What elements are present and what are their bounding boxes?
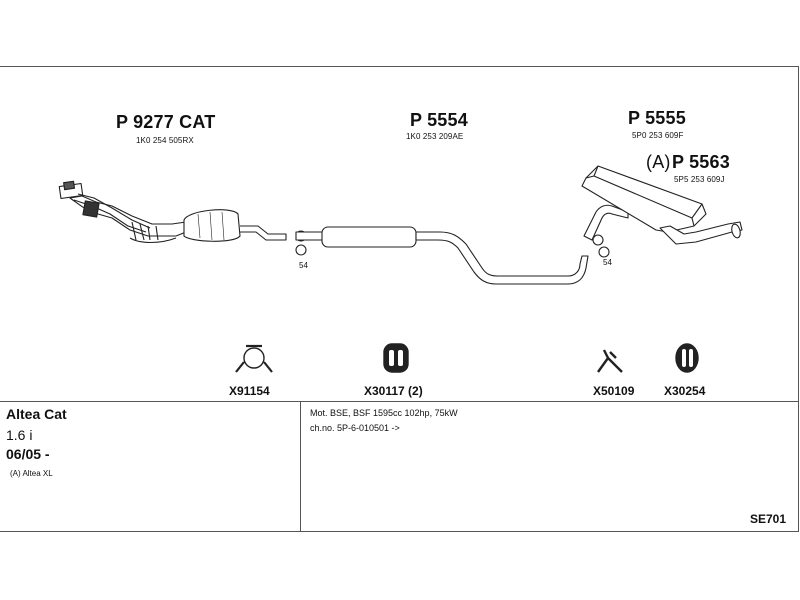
- rear-alt-prefix: (A): [646, 152, 671, 172]
- front-pipe-assembly: [58, 180, 187, 244]
- bracket-icon: [597, 349, 623, 373]
- accessory-code-1: X91154: [229, 384, 270, 398]
- rubber-ring-icon: [675, 343, 699, 373]
- clamp-icon: [235, 344, 273, 373]
- middle-silencer: [295, 226, 589, 285]
- vehicle-model: Altea Cat: [6, 406, 67, 422]
- accessory-code-4: X30254: [664, 384, 706, 398]
- middle-oem-number: 1K0 253 209AE: [406, 132, 464, 141]
- vehicle-note: (A) Altea XL: [10, 469, 53, 478]
- vehicle-date: 06/05 -: [6, 446, 50, 462]
- pipe-clamp-right: [592, 234, 610, 258]
- clamp-size-right: 54: [603, 258, 612, 267]
- section-divider: [0, 401, 799, 402]
- rubber-hanger-icon: [383, 343, 409, 373]
- clamp-size-left: 54: [299, 261, 308, 270]
- rear-alt-oem-number: 5P5 253 609J: [674, 175, 725, 184]
- rear-part-number: P 5555: [628, 108, 686, 128]
- info-column-divider: [300, 402, 301, 532]
- catalytic-converter: [183, 209, 287, 242]
- vehicle-engine: 1.6 i: [6, 427, 33, 443]
- diagram-frame: [0, 66, 799, 532]
- accessory-code-2: X30117 (2): [364, 384, 423, 398]
- accessory-code-3: X50109: [593, 384, 635, 398]
- rear-silencer: [581, 165, 743, 245]
- kit-code: SE701: [750, 512, 787, 526]
- cat-part-number: P 9277 CAT: [116, 112, 216, 132]
- cat-oem-number: 1K0 254 505RX: [136, 136, 194, 145]
- rear-alt-part-number: P 5563: [672, 152, 730, 172]
- engine-spec-line: Mot. BSE, BSF 1595cc 102hp, 75kW: [310, 408, 458, 418]
- chassis-spec-line: ch.no. 5P-6-010501 ->: [310, 423, 400, 433]
- middle-part-number: P 5554: [410, 110, 468, 130]
- rear-oem-number: 5P0 253 609F: [632, 131, 684, 140]
